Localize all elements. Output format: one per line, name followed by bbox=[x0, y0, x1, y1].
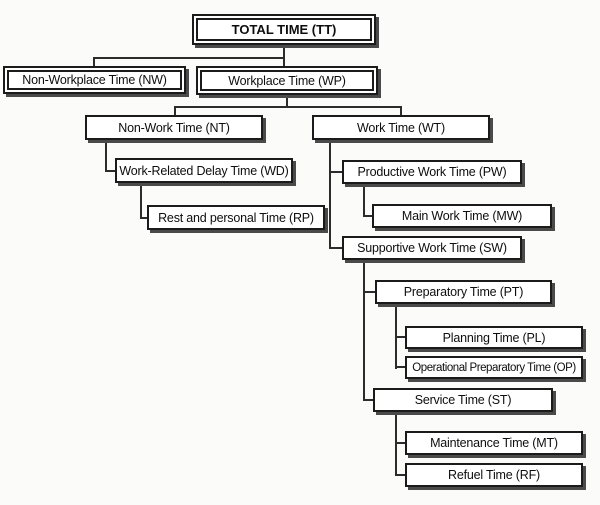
connector-rail-to-nw bbox=[93, 57, 95, 66]
node-non-workplace-time: Non-Workplace Time (NW) bbox=[3, 66, 186, 94]
connector-elbow-to-st bbox=[363, 399, 373, 401]
node-planning-time: Planning Time (PL) bbox=[405, 326, 583, 349]
connector-elbow-to-mt bbox=[395, 442, 405, 444]
node-rest-and-personal-time: Rest and personal Time (RP) bbox=[147, 205, 325, 230]
connector-elbow-to-rp bbox=[140, 217, 147, 219]
node-supportive-work-time: Supportive Work Time (SW) bbox=[342, 236, 522, 260]
node-refuel-time: Refuel Time (RF) bbox=[405, 463, 583, 487]
node-productive-work-time: Productive Work Time (PW) bbox=[342, 160, 522, 184]
connector-tt-children-rail bbox=[93, 57, 285, 59]
connector-st-spine bbox=[395, 412, 397, 476]
node-service-time: Service Time (ST) bbox=[373, 388, 553, 412]
node-preparatory-time: Preparatory Time (PT) bbox=[375, 280, 552, 304]
node-workplace-time: Workplace Time (WP) bbox=[196, 66, 378, 95]
connector-tt-to-wp bbox=[283, 45, 285, 66]
connector-wp-children-rail bbox=[174, 106, 402, 108]
connector-rail-to-nt bbox=[174, 106, 176, 115]
node-total-time: TOTAL TIME (TT) bbox=[192, 14, 376, 45]
connector-elbow-to-wd bbox=[105, 170, 115, 172]
connector-elbow-to-pt bbox=[363, 291, 375, 293]
connector-elbow-to-rf bbox=[395, 474, 405, 476]
connector-wd-spine bbox=[140, 183, 142, 219]
node-operational-preparatory-time: Operational Preparatory Time (OP) bbox=[405, 356, 583, 379]
connector-elbow-to-op bbox=[395, 366, 405, 368]
node-work-time: Work Time (WT) bbox=[312, 115, 490, 140]
connector-wt-spine bbox=[329, 140, 331, 249]
connector-elbow-to-pw bbox=[329, 171, 342, 173]
connector-elbow-to-mw bbox=[363, 215, 372, 217]
connector-elbow-to-pl bbox=[395, 336, 405, 338]
connector-sw-spine bbox=[363, 260, 365, 401]
connector-wp-down bbox=[286, 95, 288, 108]
node-non-work-time: Non-Work Time (NT) bbox=[85, 115, 263, 140]
connector-nt-spine bbox=[105, 140, 107, 172]
node-maintenance-time: Maintenance Time (MT) bbox=[405, 431, 583, 455]
connector-pw-spine bbox=[363, 184, 365, 217]
node-work-related-delay-time: Work-Related Delay Time (WD) bbox=[115, 158, 293, 183]
connector-elbow-to-sw bbox=[329, 247, 342, 249]
node-main-work-time: Main Work Time (MW) bbox=[372, 204, 552, 228]
connector-rail-to-wt bbox=[400, 106, 402, 115]
